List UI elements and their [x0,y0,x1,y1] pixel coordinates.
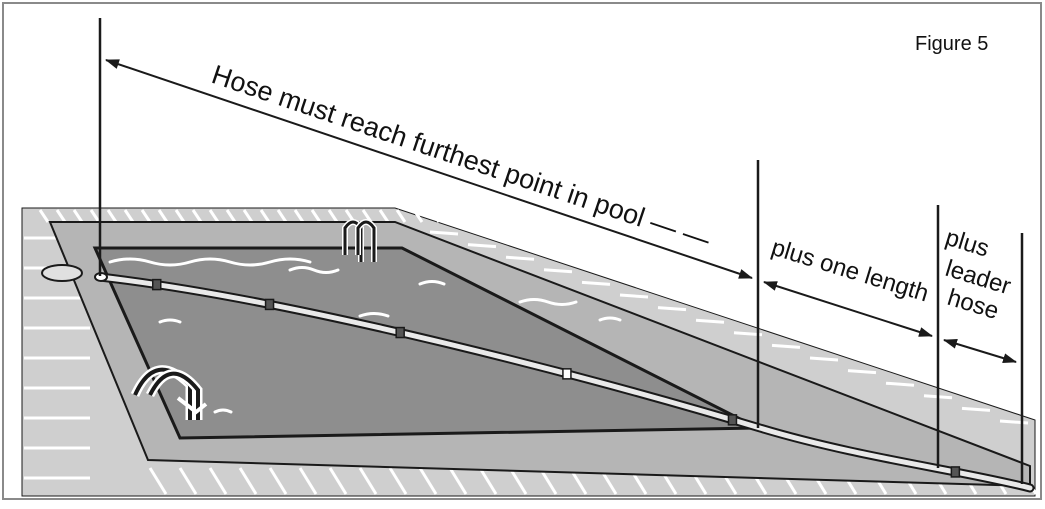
hose-cuff [950,466,961,478]
hose-cuff [264,298,275,311]
arrow-furthest-point [105,59,753,279]
hose-cuffs [152,278,961,478]
hose-cuff [152,278,162,291]
hose-cuff [562,368,572,380]
dimension-arrows [105,59,1017,363]
hose-cuff [727,414,738,426]
vacuum-hose [94,272,1035,493]
skimmer [41,264,83,282]
hose-cuff [395,326,405,339]
arrow-leader-hose [943,339,1017,363]
reference-lines [98,18,1024,484]
arrow-one-length [763,281,933,337]
figure-label: Figure 5 [915,33,988,55]
pool-steps-rail-icon [130,365,208,420]
